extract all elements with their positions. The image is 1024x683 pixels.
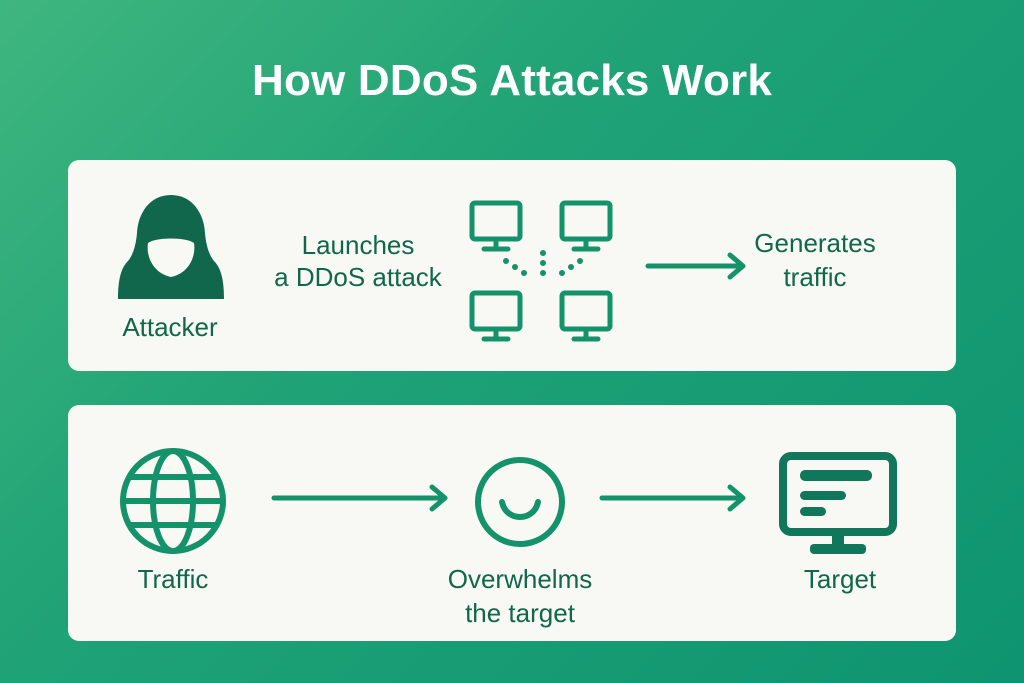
computer-icon [469, 290, 523, 342]
botnet-computers-icon [469, 200, 613, 342]
globe-icon [120, 448, 226, 554]
overwhelm-text-line2: the target [465, 598, 575, 628]
stage-panel-attack-impact: Traffic Overwhelms the target Target [68, 405, 956, 641]
traffic-label: Traffic [137, 564, 209, 594]
stage-panel-attack-launch: Attacker Launches a DDoS attack [68, 160, 956, 371]
diagram-title: How DDoS Attacks Work [251, 56, 773, 105]
server-monitor-icon [779, 452, 897, 554]
hooded-hacker-icon [118, 195, 224, 299]
arrow-right-icon [645, 252, 746, 280]
action-text-line1: Launches [301, 230, 415, 260]
action-text-line2: a DDoS attack [274, 262, 442, 292]
target-label: Target [803, 564, 877, 594]
computer-icon [469, 200, 523, 252]
result-text-line1: Generates [754, 228, 876, 258]
arrow-right-icon [271, 484, 448, 512]
attacker-label: Attacker [122, 312, 218, 342]
smiley-circle-icon [475, 457, 565, 547]
overwhelm-text-line1: Overwhelms [447, 564, 593, 594]
computer-icon [559, 290, 613, 342]
result-text-line2: traffic [783, 262, 847, 292]
computer-icon [559, 200, 613, 252]
connection-dots [503, 250, 583, 276]
arrow-right-icon [599, 484, 746, 512]
